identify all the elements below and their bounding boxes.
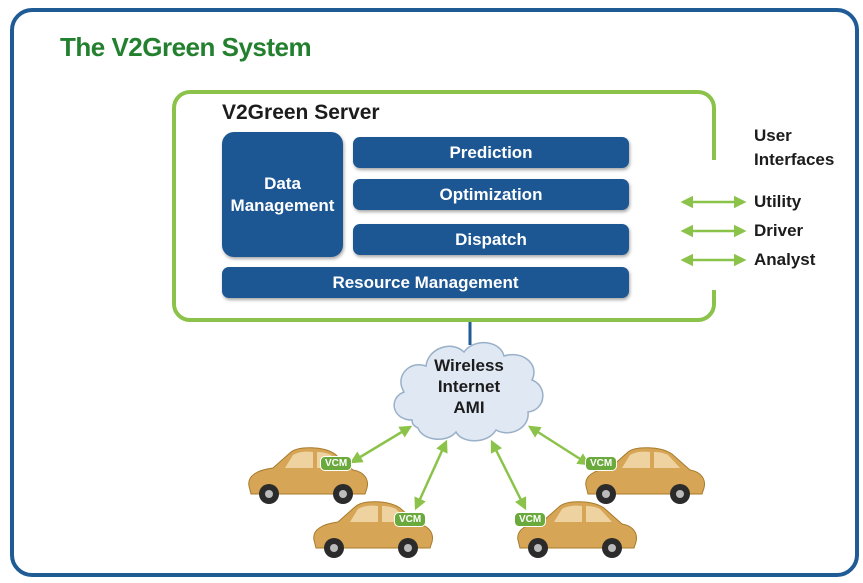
vcm-badge: VCM bbox=[394, 512, 427, 527]
user-interfaces-heading-line1: User bbox=[754, 126, 792, 145]
data-management-block: Data Management bbox=[222, 132, 343, 257]
cloud-label-line2: Internet bbox=[437, 377, 501, 396]
cloud-label-line3: AMI bbox=[453, 398, 485, 417]
prediction-block: Prediction bbox=[353, 137, 629, 168]
car-icon bbox=[313, 501, 433, 558]
user-interfaces-heading: User Interfaces bbox=[754, 124, 834, 172]
server-title: V2Green Server bbox=[222, 101, 380, 124]
vcm-badge: VCM bbox=[320, 456, 353, 471]
vcm-badge: VCM bbox=[514, 512, 547, 527]
diagram-title: The V2Green System bbox=[60, 32, 312, 62]
optimization-block: Optimization bbox=[353, 179, 629, 210]
car1-arrow bbox=[349, 425, 413, 464]
car2-arrow bbox=[414, 439, 448, 511]
cloud-label: Wireless Internet AMI bbox=[418, 355, 520, 418]
ui-item-utility: Utility bbox=[754, 192, 802, 211]
ui-item-analyst: Analyst bbox=[754, 250, 816, 269]
resource-management-block: Resource Management bbox=[222, 267, 629, 298]
cloud-label-line1: Wireless bbox=[434, 356, 504, 375]
car4-arrow bbox=[527, 425, 591, 466]
cloud-icon bbox=[393, 342, 544, 442]
ui-item-driver: Driver bbox=[754, 221, 804, 240]
car-icon bbox=[585, 447, 705, 504]
car3-arrow bbox=[490, 439, 527, 511]
vcm-badge: VCM bbox=[585, 456, 618, 471]
dispatch-block: Dispatch bbox=[353, 224, 629, 255]
user-interfaces-heading-line2: Interfaces bbox=[754, 150, 835, 169]
